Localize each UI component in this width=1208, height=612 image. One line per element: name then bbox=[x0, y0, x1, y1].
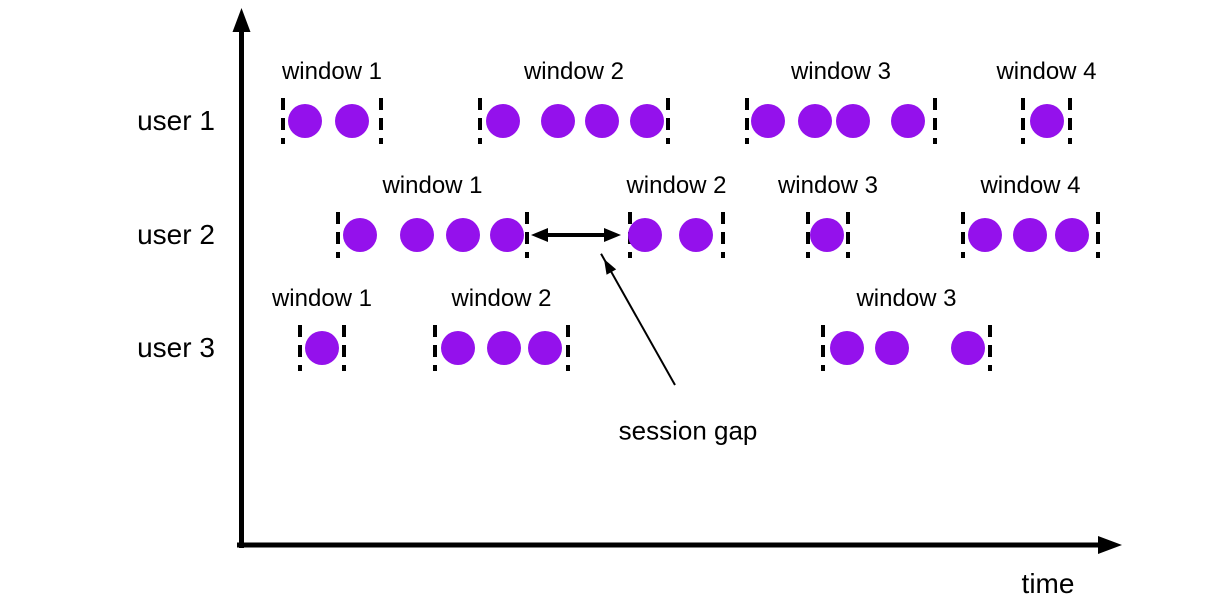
page-view-dot bbox=[798, 104, 832, 138]
window-label: window 4 bbox=[996, 58, 1097, 85]
window-label: window 4 bbox=[980, 172, 1081, 199]
page-view-dot bbox=[343, 218, 377, 252]
window-boundary-dash bbox=[1068, 98, 1072, 144]
page-view-dot bbox=[1055, 218, 1089, 252]
window-boundary-dash bbox=[1096, 212, 1100, 258]
page-view-dot bbox=[335, 104, 369, 138]
page-view-dot bbox=[830, 331, 864, 365]
page-view-dot bbox=[490, 218, 524, 252]
window-boundary-dash bbox=[433, 325, 437, 371]
window-boundary-dash bbox=[745, 98, 749, 144]
page-view-dot bbox=[528, 331, 562, 365]
window-label: window 3 bbox=[790, 58, 892, 85]
page-view-dot bbox=[810, 218, 844, 252]
session-gap-label: session gap bbox=[618, 415, 758, 446]
window-boundary-dash bbox=[336, 212, 340, 258]
window-label: window 2 bbox=[451, 285, 552, 312]
window-boundary-dash bbox=[988, 325, 992, 371]
window-boundary-dash bbox=[478, 98, 482, 144]
page-view-dot bbox=[441, 331, 475, 365]
window-label: window 3 bbox=[856, 285, 957, 312]
page-view-dot bbox=[891, 104, 925, 138]
window-boundary-dash bbox=[379, 98, 383, 144]
window-boundary-dash bbox=[961, 212, 965, 258]
page-view-dot bbox=[630, 104, 664, 138]
window-boundary-dash bbox=[342, 325, 346, 371]
page-view-dot bbox=[968, 218, 1002, 252]
page-view-dot bbox=[1030, 104, 1064, 138]
page-view-dot bbox=[305, 331, 339, 365]
window-boundary-dash bbox=[525, 212, 529, 258]
user-row-label: user 1 bbox=[137, 105, 215, 136]
window-label: window 2 bbox=[626, 172, 727, 199]
window-label: window 2 bbox=[523, 58, 625, 85]
x-axis-arrowhead-icon bbox=[1098, 536, 1122, 554]
user-row-label: user 3 bbox=[137, 332, 215, 363]
annotation-arrowhead-icon bbox=[604, 259, 617, 275]
window-boundary-dash bbox=[721, 212, 725, 258]
page-view-dot bbox=[1013, 218, 1047, 252]
window-label: window 3 bbox=[777, 172, 879, 199]
page-view-dot bbox=[836, 104, 870, 138]
window-label: window 1 bbox=[281, 58, 383, 85]
window-boundary-dash bbox=[666, 98, 670, 144]
gap-arrowhead-right-icon bbox=[604, 228, 621, 242]
page-view-dot bbox=[541, 104, 575, 138]
window-label: window 1 bbox=[271, 285, 373, 312]
page-view-dot bbox=[751, 104, 785, 138]
page-view-dot bbox=[585, 104, 619, 138]
window-boundary-dash bbox=[1021, 98, 1025, 144]
user-row-label: user 2 bbox=[137, 219, 215, 250]
page-view-dot bbox=[446, 218, 480, 252]
page-view-dot bbox=[628, 218, 662, 252]
annotation-pointer-line bbox=[600, 253, 676, 386]
window-label: window 1 bbox=[382, 172, 483, 199]
y-axis-arrowhead-icon bbox=[232, 8, 251, 32]
window-boundary-dash bbox=[566, 325, 570, 371]
page-view-dot bbox=[486, 104, 520, 138]
window-boundary-dash bbox=[281, 98, 285, 144]
window-boundary-dash bbox=[933, 98, 937, 144]
page-view-dot bbox=[679, 218, 713, 252]
page-view-dot bbox=[487, 331, 521, 365]
page-view-dot bbox=[875, 331, 909, 365]
window-boundary-dash bbox=[821, 325, 825, 371]
x-axis-label: time bbox=[1021, 568, 1075, 599]
window-boundary-dash bbox=[806, 212, 810, 258]
page-view-dot bbox=[400, 218, 434, 252]
window-boundary-dash bbox=[846, 212, 850, 258]
page-view-dot bbox=[288, 104, 322, 138]
gap-arrowhead-left-icon bbox=[531, 228, 548, 242]
window-boundary-dash bbox=[298, 325, 302, 371]
page-view-dot bbox=[951, 331, 985, 365]
